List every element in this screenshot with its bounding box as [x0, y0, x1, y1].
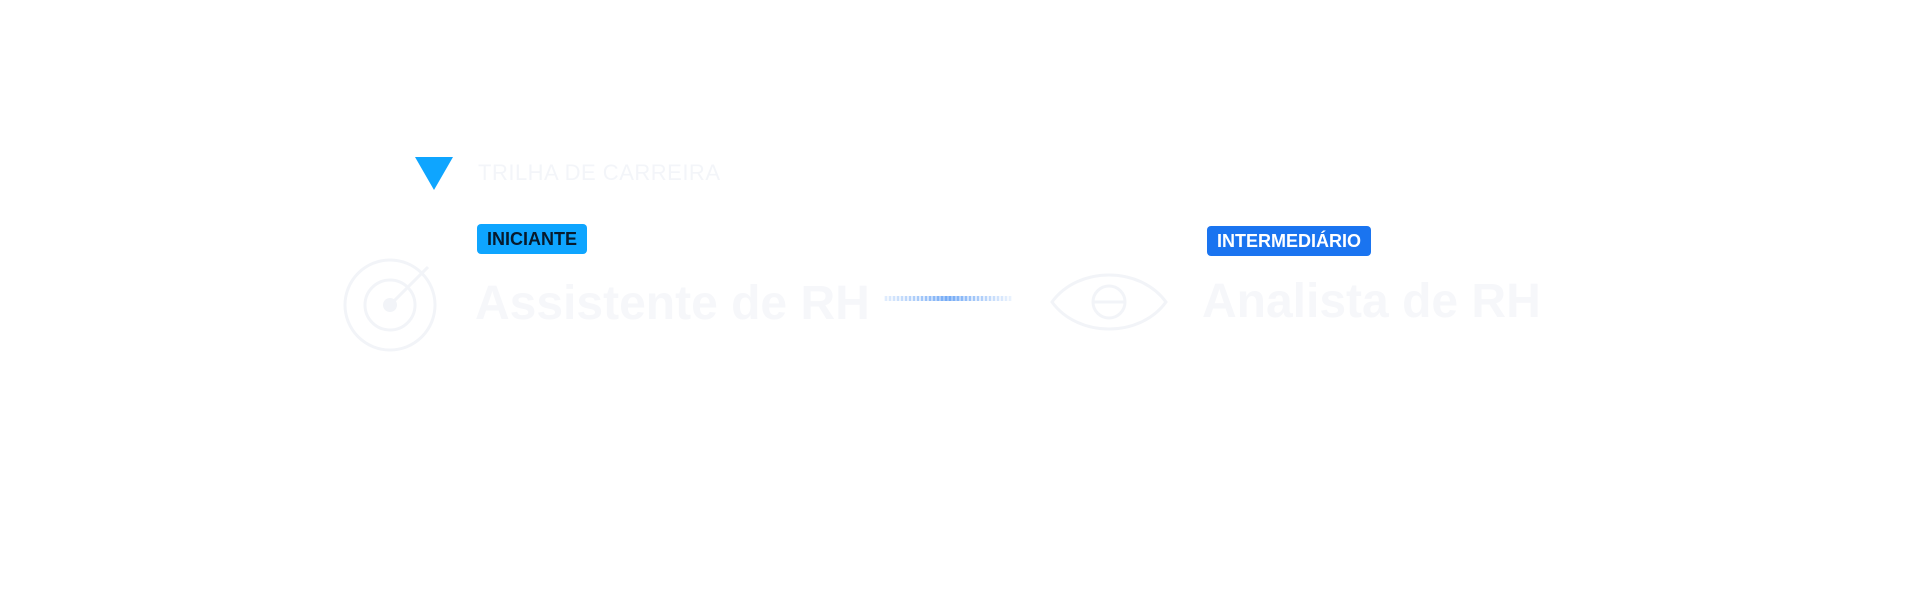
career-title-assistant: Assistente de RH [475, 277, 870, 330]
level-badge-intermediate: INTERMEDIÁRIO [1207, 226, 1371, 256]
step-connector [884, 296, 1012, 301]
target-icon [343, 258, 437, 352]
career-title-analyst: Analista de RH [1202, 275, 1541, 328]
level-badge-beginner: INICIANTE [477, 224, 587, 254]
section-label: TRILHA DE CARREIRA [478, 160, 721, 185]
eye-icon [1050, 273, 1168, 331]
triangle-down-icon [415, 157, 453, 190]
